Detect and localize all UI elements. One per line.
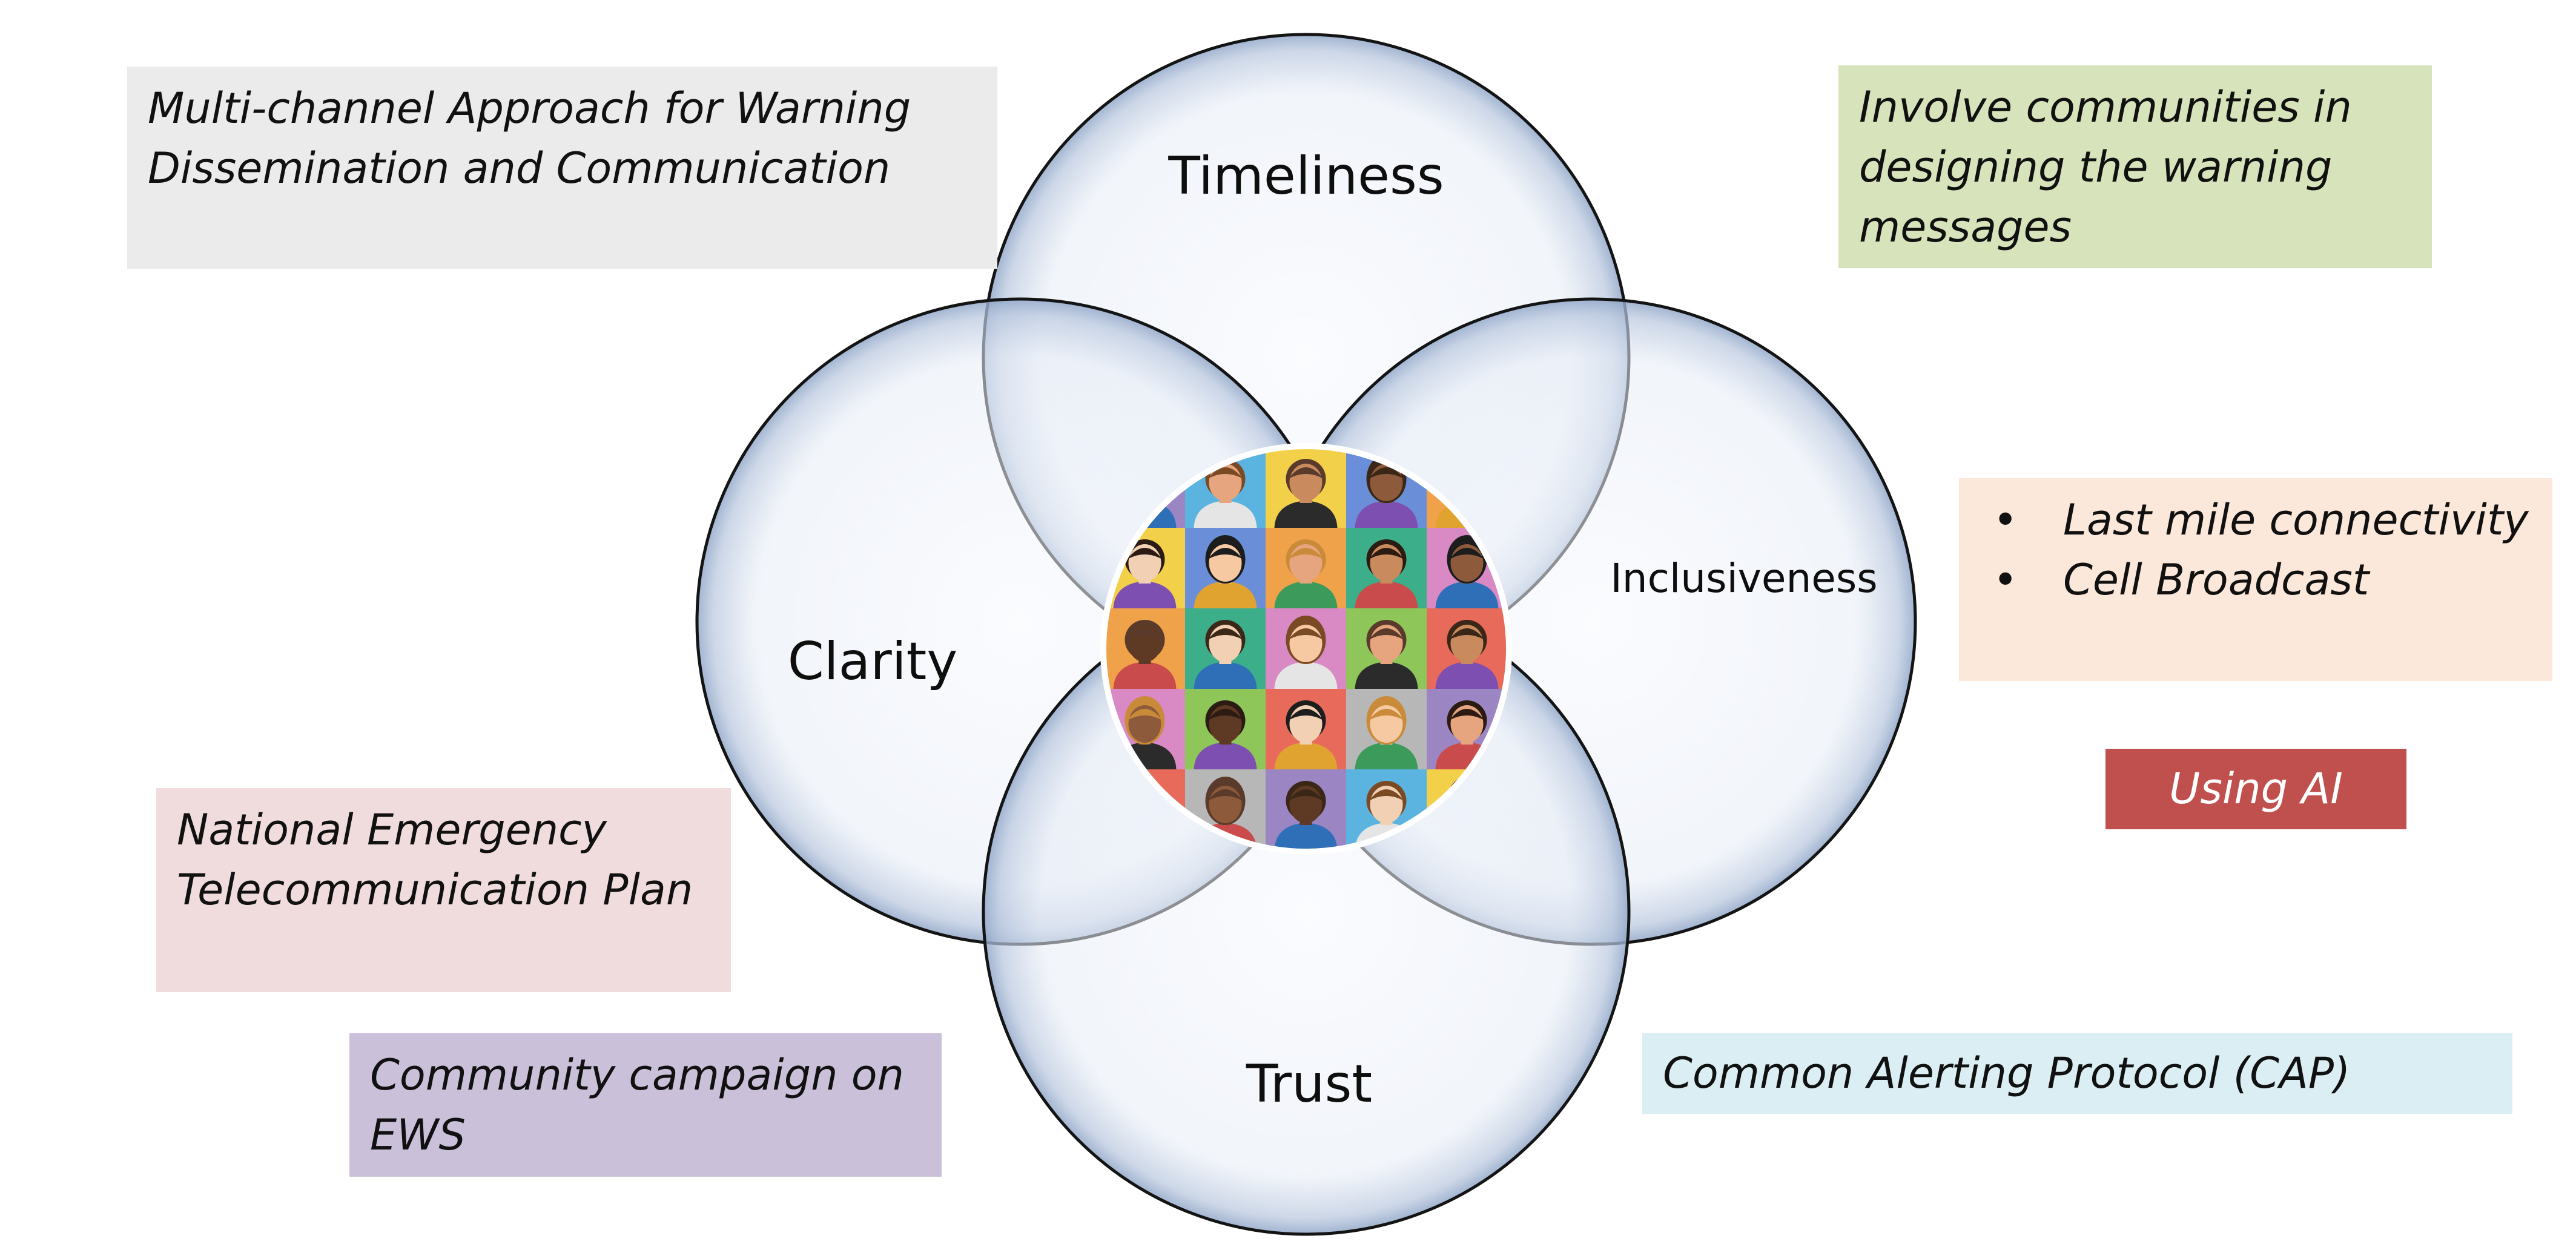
callout-community-text: Community campaign on EWS <box>370 1050 904 1160</box>
label-trust: Trust <box>1246 1054 1372 1114</box>
callout-connectivity-list: Last mile connectivity Cell Broadcast <box>1959 478 2552 681</box>
person-avatar-icon <box>1346 689 1427 769</box>
callout-common-alerting-protocol: Common Alerting Protocol (CAP) <box>1642 1033 2512 1114</box>
person-avatar-icon <box>1266 769 1346 850</box>
callout-multichannel-approach: Multi-channel Approach for Warning Disse… <box>127 67 997 269</box>
callout-communities-text: Involve communities in designing the war… <box>1859 82 2352 252</box>
person-avatar-icon <box>1266 608 1346 689</box>
person-avatar-icon <box>1427 608 1507 689</box>
label-timeliness: Timeliness <box>1167 146 1444 206</box>
callout-cap-text: Common Alerting Protocol (CAP) <box>1663 1048 2351 1098</box>
person-avatar-icon <box>1105 608 1185 689</box>
person-avatar-icon <box>1266 528 1346 608</box>
person-avatar-icon <box>1266 689 1346 769</box>
person-avatar-icon <box>1266 447 1346 528</box>
callout-using-ai: Using AI <box>2105 749 2406 829</box>
callout-community-campaign: Community campaign on EWS <box>349 1033 942 1177</box>
label-clarity: Clarity <box>788 631 958 692</box>
person-avatar-icon <box>1346 528 1427 608</box>
list-item: Cell Broadcast <box>1980 550 2532 610</box>
list-item: Last mile connectivity <box>1980 490 2532 550</box>
callout-national-emergency-plan: National Emergency Telecommunication Pla… <box>156 788 731 992</box>
callout-involve-communities: Involve communities in designing the war… <box>1838 65 2432 268</box>
callout-multichannel-text: Multi-channel Approach for Warning Disse… <box>148 84 911 193</box>
person-avatar-icon <box>1185 528 1266 608</box>
community-people-icon <box>1100 443 1512 855</box>
callout-netp-text: National Emergency Telecommunication Pla… <box>177 805 693 915</box>
person-avatar-icon <box>1346 608 1427 689</box>
callout-ai-text: Using AI <box>2169 764 2343 814</box>
connectivity-bullet-list: Last mile connectivity Cell Broadcast <box>1980 490 2532 610</box>
label-inclusiveness: Inclusiveness <box>1610 555 1877 602</box>
person-avatar-icon <box>1185 608 1266 689</box>
person-avatar-icon <box>1185 689 1266 769</box>
